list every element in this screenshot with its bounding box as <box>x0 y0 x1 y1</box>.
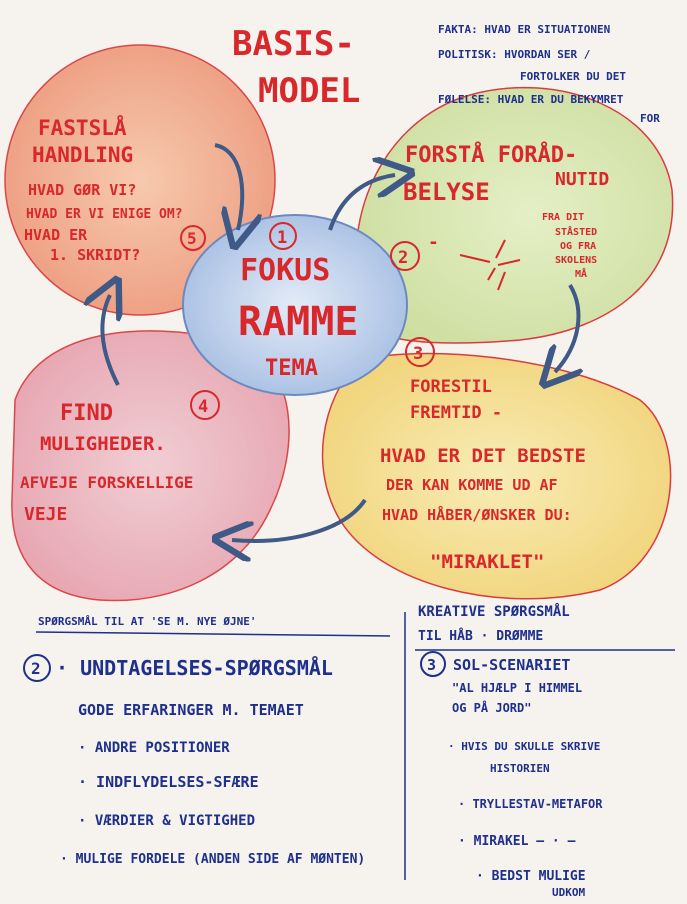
right-list-item: OG PÅ JORD" <box>452 700 531 715</box>
left-list-item: · ANDRE POSITIONER <box>78 740 230 756</box>
step-2-circle <box>390 241 420 271</box>
perspective-line: FRA DIT <box>542 212 584 223</box>
right-list-header: TIL HÅB · DRØMME <box>418 628 543 644</box>
step-3-circle <box>405 337 435 367</box>
right-list-number: 3 <box>427 656 436 674</box>
right-list-item: "AL HJÆLP I HIMMEL <box>452 681 582 695</box>
left-header-underline <box>35 631 391 637</box>
perspective-line: MÅ <box>575 267 587 280</box>
right-list-item: HISTORIEN <box>490 762 550 775</box>
step-5-number: 5 <box>187 229 197 248</box>
foresti-line: HVAD HÅBER/ØNSKER DU: <box>382 505 572 524</box>
left-list-item: · UNDTAGELSES-SPØRGSMÅL <box>56 656 333 680</box>
right-list-item: · BEDST MULIGE <box>476 869 586 884</box>
step-2-number: 2 <box>398 248 408 268</box>
step-1-circle <box>269 222 297 250</box>
arrow-foresti-to-muligheder <box>232 498 367 541</box>
foresti-line: HVAD ER DET BEDSTE <box>380 445 586 467</box>
right-list-item: · MIRAKEL — · — <box>458 834 576 849</box>
right-list-item: · TRYLLESTAV-METAFOR <box>458 797 603 811</box>
left-question-list: SPØRGSMÅL TIL AT 'SE M. NYE ØJNE' 2 · UN… <box>23 615 365 867</box>
forstaa-line: FORSTÅ FORÅD- <box>405 142 577 168</box>
foresti-line: "MIRAKLET" <box>430 551 544 573</box>
step-3-number: 3 <box>413 344 423 364</box>
left-list-number: 2 <box>31 659 41 678</box>
muligheder-line: AFVEJE FORSKELLIGE <box>20 473 193 492</box>
center-line: FOKUS <box>240 253 330 288</box>
muligheder-text: FIND MULIGHEDER. AFVEJE FORSKELLIGE VEJE <box>20 401 193 525</box>
handling-line: HVAD ER VI ENIGE OM? <box>26 207 183 222</box>
perspective-line: SKOLENS <box>555 255 597 266</box>
title-line: MODEL <box>258 71 360 111</box>
handling-line: HVAD ER <box>24 226 88 244</box>
perspective-line: STÅSTED <box>555 225 597 238</box>
step-4-circle <box>190 390 220 420</box>
fakta-line: FAKTA: HVAD ER SITUATIONEN <box>438 23 610 36</box>
foresti-line: FREMTID - <box>410 403 502 423</box>
left-list-item: · MULIGE FORDELE (ANDEN SIDE AF MØNTEN) <box>60 852 365 867</box>
left-list-item: GODE ERFARINGER M. TEMAET <box>78 701 304 719</box>
muligheder-line: MULIGHEDER. <box>40 433 166 455</box>
left-list-item: · VÆRDIER & VIGTIGHED <box>78 813 255 829</box>
handling-line: FASTSLÅ <box>38 115 127 140</box>
muligheder-line: VEJE <box>24 504 67 525</box>
right-question-list: KREATIVE SPØRGSMÅL TIL HÅB · DRØMME 3 SO… <box>418 603 603 899</box>
muligheder-line: FIND <box>60 401 113 426</box>
arrow-forstaa-to-foresti <box>555 283 578 372</box>
fakta-line: FOR <box>640 112 660 125</box>
handling-line: 1. SKRIDT? <box>50 246 140 264</box>
page-title: BASIS- MODEL <box>232 24 360 111</box>
right-list-item: UDKOM <box>552 886 585 899</box>
handling-line: HANDLING <box>32 143 133 167</box>
left-list-header: SPØRGSMÅL TIL AT 'SE M. NYE ØJNE' <box>38 615 257 628</box>
right-list-number-circle <box>420 651 446 677</box>
arrow-fokus-to-forstaa <box>328 175 395 231</box>
left-list-item: · INDFLYDELSES-SFÆRE <box>78 773 259 791</box>
converging-arrows <box>459 239 521 291</box>
fakta-line: FØLELSE: HVAD ER DU BEKYMRET <box>438 93 624 106</box>
step-1-number: 1 <box>277 228 287 248</box>
perspective-note: FRA DIT STÅSTED OG FRA SKOLENS MÅ <box>542 212 597 280</box>
title-line: BASIS- <box>232 24 355 64</box>
step-4-number: 4 <box>198 397 208 417</box>
right-list-header: KREATIVE SPØRGSMÅL <box>418 603 570 620</box>
forstaa-text: FORSTÅ FORÅD- NUTID BELYSE <box>403 142 609 206</box>
handling-text: FASTSLÅ HANDLING HVAD GØR VI? HVAD ER VI… <box>24 115 183 264</box>
left-list-number-circle <box>23 654 51 682</box>
center-line: RAMME <box>238 299 358 345</box>
foresti-text: FORESTIL FREMTID - HVAD ER DET BEDSTE DE… <box>380 377 586 573</box>
fakta-block: FAKTA: HVAD ER SITUATIONEN POLITISK: HVO… <box>438 23 660 125</box>
fakta-line: FORTOLKER DU DET <box>520 70 626 83</box>
arrow-muligheder-to-handling <box>102 295 118 386</box>
forstaa-line: NUTID <box>555 169 609 190</box>
handling-line: HVAD GØR VI? <box>28 181 136 199</box>
right-list-item: · HVIS DU SKULLE SKRIVE <box>448 740 600 753</box>
fakta-line: POLITISK: HVORDAN SER / <box>438 48 591 61</box>
right-list-item: SOL-SCENARIET <box>453 656 570 674</box>
fokus-circle <box>182 214 408 396</box>
step-5-circle <box>180 225 206 251</box>
center-line: TEMA <box>265 356 318 381</box>
perspective-line: OG FRA <box>560 241 596 252</box>
foresti-bubble <box>321 352 672 600</box>
forstaa-line: BELYSE <box>403 178 490 206</box>
step-2-dash: - <box>428 232 439 253</box>
foresti-line: FORESTIL <box>410 377 492 397</box>
foresti-line: DER KAN KOMME UD AF <box>386 476 558 494</box>
arrow-handling-to-fokus <box>214 143 242 230</box>
center-text: FOKUS RAMME TEMA <box>238 253 358 381</box>
